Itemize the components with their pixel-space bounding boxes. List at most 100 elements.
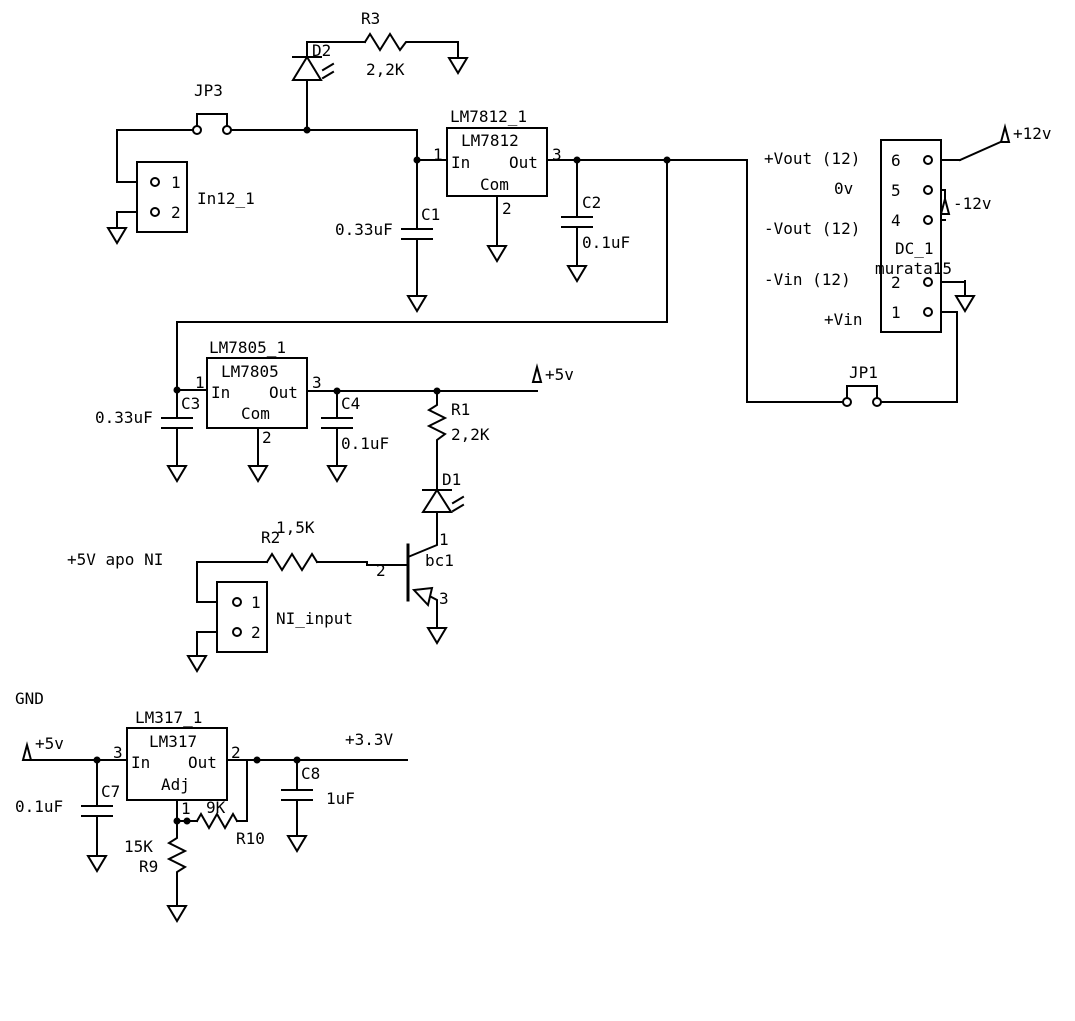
dcdc-pin-4-label: -Vout (12) xyxy=(764,219,860,238)
c7-value-label: 0.1uF xyxy=(15,797,63,816)
bc1-pin-e: 3 xyxy=(439,589,449,608)
jp1-jumper: JP1 xyxy=(842,363,882,407)
lm317-part-label: LM317 xyxy=(149,732,197,751)
lm7812-com-label: Com xyxy=(480,175,509,194)
lm317-out-label: Out xyxy=(188,753,217,772)
junction-dots xyxy=(93,126,671,825)
lm7812-in-label: In xyxy=(451,153,470,172)
d2-led: D2 xyxy=(291,41,335,81)
c7-capacitor: C7 0.1uF xyxy=(15,782,120,817)
in12-ref-label: In12_1 xyxy=(197,189,255,208)
c7-ref-label: C7 xyxy=(101,782,120,801)
lm7805-pin-in: 1 xyxy=(195,373,205,392)
c3-ref-label: C3 xyxy=(181,394,200,413)
jp3-ref-label: JP3 xyxy=(194,81,223,100)
in12-pin2-label: 2 xyxy=(171,203,181,222)
lm7805-part-label: LM7805 xyxy=(221,362,279,381)
ni-input-connector: 1 2 NI_input xyxy=(216,581,353,653)
r9-resistor: 15K R9 xyxy=(124,834,188,876)
lm317-adj-label: Adj xyxy=(161,775,190,794)
lm7805-pin-com: 2 xyxy=(262,428,272,447)
r10-ref-label: R10 xyxy=(236,829,265,848)
dcdc-pin-1-label: +Vin xyxy=(824,310,863,329)
plus5-ni-label: +5V apo NI xyxy=(67,550,163,569)
r3-resistor: R3 2,2K xyxy=(361,9,412,79)
dcdc-part-label: murata15 xyxy=(875,259,952,278)
in12-pin1-label: 1 xyxy=(171,173,181,192)
d1-ref-label: D1 xyxy=(442,470,461,489)
minus12-net-label: -12v xyxy=(953,194,992,213)
dcdc-pin-1-num: 1 xyxy=(891,303,901,322)
dcdc-pin-5-label: 0v xyxy=(834,179,853,198)
ni-input-pin2-label: 2 xyxy=(251,623,261,642)
r1-resistor: R1 2,2K xyxy=(426,400,490,446)
bc1-pin-b: 2 xyxy=(376,561,386,580)
r2-value-label: 1,5K xyxy=(276,518,315,537)
dcdc-ref-label: DC_1 xyxy=(895,239,934,258)
plus3v3-net-label: +3.3V xyxy=(345,730,394,749)
r10-value-label: 9K xyxy=(206,798,226,817)
dcdc-pin-5-num: 5 xyxy=(891,181,901,200)
dcdc-pin-6-label: +Vout (12) xyxy=(764,149,860,168)
lm7812-pin-out: 3 xyxy=(552,145,562,164)
lm7812-part-label: LM7812 xyxy=(461,131,519,150)
lm7812-pin-com: 2 xyxy=(502,199,512,218)
lm7805-com-label: Com xyxy=(241,404,270,423)
lm7812-out-label: Out xyxy=(509,153,538,172)
r2-resistor: R2 1,5K xyxy=(261,518,319,572)
c8-capacitor: C8 1uF xyxy=(281,764,355,808)
lm317-pin-adj: 1 xyxy=(181,799,191,818)
c1-value-label: 0.33uF xyxy=(335,220,393,239)
plus5-net-label-b: +5v xyxy=(35,734,64,753)
jp1-ref-label: JP1 xyxy=(849,363,878,382)
dcdc-pin-6-num: 6 xyxy=(891,151,901,170)
c8-value-label: 1uF xyxy=(326,789,355,808)
lm317-pin-out: 2 xyxy=(231,743,241,762)
r3-ref-label: R3 xyxy=(361,9,380,28)
c1-capacitor: C1 0.33uF xyxy=(335,205,440,240)
r1-value-label: 2,2K xyxy=(451,425,490,444)
r2-ref-label: R2 xyxy=(261,528,280,547)
lm7805-out-label: Out xyxy=(269,383,298,402)
lm317-ref-label: LM317_1 xyxy=(135,708,202,727)
bc1-ref-label: bc1 xyxy=(425,551,454,570)
c8-ref-label: C8 xyxy=(301,764,320,783)
c2-value-label: 0.1uF xyxy=(582,233,630,252)
c1-ref-label: C1 xyxy=(421,205,440,224)
r1-ref-label: R1 xyxy=(451,400,470,419)
r3-value-label: 2,2K xyxy=(366,60,405,79)
dcdc-converter: 6 5 4 2 1 +Vout (12) 0v -Vout (12) -Vin … xyxy=(764,139,952,333)
bc1-pin-c: 1 xyxy=(439,530,449,549)
r9-value-label: 15K xyxy=(124,837,153,856)
lm7805-regulator: LM7805_1 LM7805 In Out Com 1 3 2 xyxy=(195,338,322,447)
d2-ref-label: D2 xyxy=(312,41,331,60)
c2-ref-label: C2 xyxy=(582,193,601,212)
lm7812-pin-in: 1 xyxy=(433,145,443,164)
ni-input-pin1-label: 1 xyxy=(251,593,261,612)
c4-ref-label: C4 xyxy=(341,394,360,413)
lm317-pin-in: 3 xyxy=(113,743,123,762)
dcdc-pin-2-label: -Vin (12) xyxy=(764,270,851,289)
lm7805-pin-out: 3 xyxy=(312,373,322,392)
in12-connector: 1 2 In12_1 xyxy=(136,161,255,233)
c3-value-label: 0.33uF xyxy=(95,408,153,427)
plus5-net-label-a: +5v xyxy=(545,365,574,384)
c4-value-label: 0.1uF xyxy=(341,434,389,453)
d1-led: D1 xyxy=(421,470,465,513)
lm7812-ref-label: LM7812_1 xyxy=(450,107,527,126)
r9-ref-label: R9 xyxy=(139,857,158,876)
dcdc-pin-2-num: 2 xyxy=(891,273,901,292)
gnd-label: GND xyxy=(15,689,44,708)
lm317-in-label: In xyxy=(131,753,150,772)
c2-capacitor: C2 0.1uF xyxy=(561,193,630,252)
power-flags xyxy=(21,123,1011,761)
dcdc-pin-4-num: 4 xyxy=(891,211,901,230)
r10-resistor: R10 9K xyxy=(195,798,265,848)
ni-input-ref-label: NI_input xyxy=(276,609,353,628)
c4-capacitor: C4 0.1uF xyxy=(321,394,389,453)
lm7805-ref-label: LM7805_1 xyxy=(209,338,286,357)
lm317-regulator: LM317_1 LM317 In Out Adj 3 2 1 xyxy=(113,708,241,818)
bc1-transistor: 1 2 3 bc1 xyxy=(376,530,454,608)
wires xyxy=(26,41,1006,906)
